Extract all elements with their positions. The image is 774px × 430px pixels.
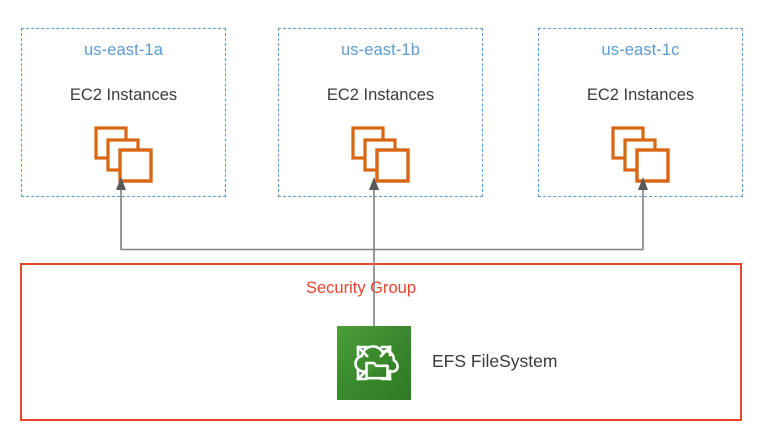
- az-resource-label-us-east-1c: EC2 Instances: [586, 86, 695, 104]
- ec2-instances-icon[interactable]: [93, 125, 155, 183]
- ec2-instances-icon[interactable]: [610, 125, 672, 183]
- ec2-instances-icon[interactable]: [350, 125, 412, 183]
- az-label-us-east-1a: us-east-1a: [84, 41, 163, 59]
- az-resource-label-us-east-1b: EC2 Instances: [326, 86, 435, 104]
- availability-zone-us-east-1b[interactable]: us-east-1b EC2 Instances: [278, 28, 483, 197]
- az-resource-label-us-east-1a: EC2 Instances: [69, 86, 178, 104]
- az-label-us-east-1c: us-east-1c: [601, 41, 680, 59]
- az-label-us-east-1b: us-east-1b: [341, 41, 420, 59]
- availability-zone-us-east-1a[interactable]: us-east-1a EC2 Instances: [21, 28, 226, 197]
- efs-filesystem-label: EFS FileSystem: [432, 351, 558, 371]
- efs-filesystem-icon[interactable]: [337, 326, 411, 400]
- security-group-boundary[interactable]: [20, 263, 742, 421]
- security-group-label: Security Group: [305, 279, 417, 297]
- availability-zone-us-east-1c[interactable]: us-east-1c EC2 Instances: [538, 28, 743, 197]
